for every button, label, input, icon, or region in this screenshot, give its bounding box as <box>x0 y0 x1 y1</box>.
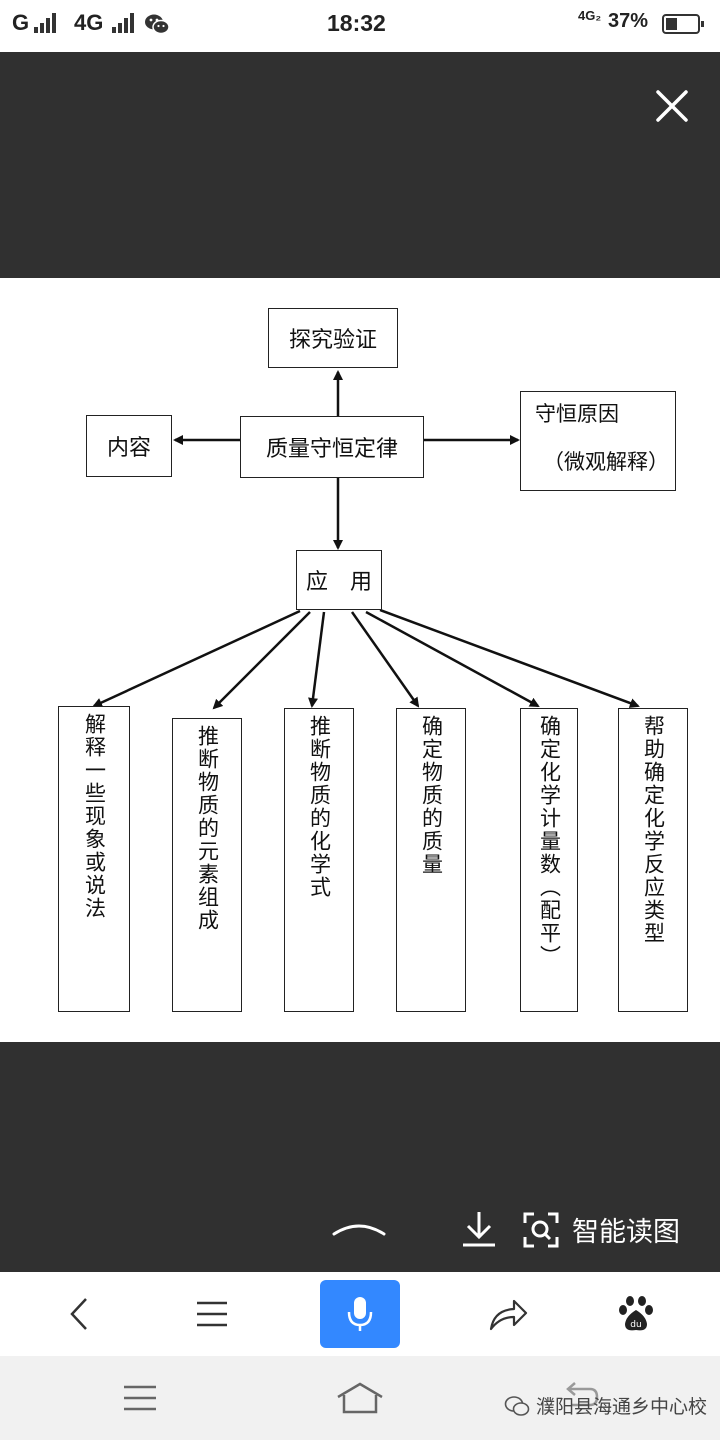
diagram-image[interactable]: 探究验证 质量守恒定律 内容 守恒原因 （微观解释） 应 用 解释一些现象或说法… <box>0 278 720 1042</box>
signal-bars-icon <box>34 13 56 33</box>
voice-search-button[interactable] <box>320 1280 400 1348</box>
node-right: 守恒原因 （微观解释） <box>520 391 676 491</box>
clock: 18:32 <box>327 10 386 36</box>
leaf-node-2: 推断物质的元素组成 <box>172 718 242 1012</box>
back-icon <box>566 1382 599 1407</box>
nav-home-button[interactable] <box>332 1370 388 1426</box>
node-right-line2: （微观解释） <box>543 450 669 474</box>
smart-read-button[interactable]: 智能读图 <box>522 1210 680 1249</box>
leaf-label-2: 推断物质的元素组成 <box>195 725 220 932</box>
arrow-to-leaf-5 <box>365 610 540 708</box>
image-viewer-footer <box>0 1042 720 1272</box>
share-button[interactable] <box>480 1286 536 1342</box>
close-button[interactable] <box>648 82 696 130</box>
back-arrow-icon <box>70 1298 87 1330</box>
leaf-node-6: 帮助确定化学反应类型 <box>618 708 688 1012</box>
battery-icon <box>662 14 704 34</box>
baidu-button[interactable]: du <box>608 1286 664 1342</box>
carrier-label: G <box>12 10 30 35</box>
smart-read-label: 智能读图 <box>572 1217 680 1248</box>
close-icon <box>656 90 688 122</box>
leaf-label-4: 确定物质的质量 <box>419 715 444 876</box>
signal-bars-icon-2 <box>112 13 134 33</box>
download-button[interactable] <box>458 1208 500 1254</box>
watermark-text: 濮阳县海通乡中心校 <box>536 1396 708 1418</box>
image-viewer-header <box>0 52 720 278</box>
leaf-node-1: 解释一些现象或说法 <box>58 706 130 1012</box>
arrow-to-leaf-6 <box>379 608 640 708</box>
wechat-icon <box>145 14 170 35</box>
leaf-node-3: 推断物质的化学式 <box>284 708 354 1012</box>
leaf-node-4: 确定物质的质量 <box>396 708 466 1012</box>
leaf-label-1: 解释一些现象或说法 <box>82 713 107 920</box>
node-left: 内容 <box>86 415 172 477</box>
leaf-label-3: 推断物质的化学式 <box>307 715 332 899</box>
home-icon <box>337 1382 383 1414</box>
chevron-up-icon <box>332 1224 386 1236</box>
share-icon <box>489 1299 528 1331</box>
browser-toolbar: du <box>0 1272 720 1356</box>
svg-text:du: du <box>630 1320 641 1330</box>
back-button[interactable] <box>52 1286 108 1342</box>
watermark: 濮阳县海通乡中心校 <box>504 1392 707 1419</box>
leaf-label-6: 帮助确定化学反应类型 <box>641 715 666 945</box>
arrow-to-leaf-1 <box>92 609 301 708</box>
arrow-to-leaf-3 <box>308 611 326 708</box>
system-nav-bar <box>0 1356 720 1440</box>
diagram-arrows <box>92 370 640 710</box>
expand-button[interactable] <box>330 1216 388 1244</box>
net-badge: 4G₂ <box>578 8 602 23</box>
node-right-line1: 守恒原因 <box>535 402 619 426</box>
scan-icon <box>523 1212 559 1247</box>
node-center: 质量守恒定律 <box>240 416 424 478</box>
arrow-to-leaf-2 <box>212 611 311 710</box>
leaf-node-5: 确定化学计量数（配平） <box>520 708 578 1012</box>
download-icon <box>463 1212 495 1247</box>
status-bar: G 4G 18:32 4G₂ 37% <box>0 0 720 52</box>
nav-menu-button[interactable] <box>112 1370 168 1426</box>
node-application: 应 用 <box>296 550 382 610</box>
arrow-to-leaf-4 <box>350 611 420 708</box>
leaf-label-5: 确定化学计量数（配平） <box>537 715 562 968</box>
nav-back-button[interactable] <box>552 1370 608 1426</box>
battery-percent: 37% <box>608 10 649 32</box>
microphone-icon <box>347 1297 373 1331</box>
network-label: 4G <box>74 10 104 35</box>
menu-icon <box>124 1385 156 1411</box>
menu-icon <box>197 1301 227 1327</box>
wechat-icon <box>504 1395 530 1416</box>
menu-button[interactable] <box>184 1286 240 1342</box>
baidu-paw-icon: du <box>619 1296 653 1331</box>
node-top: 探究验证 <box>268 308 398 368</box>
